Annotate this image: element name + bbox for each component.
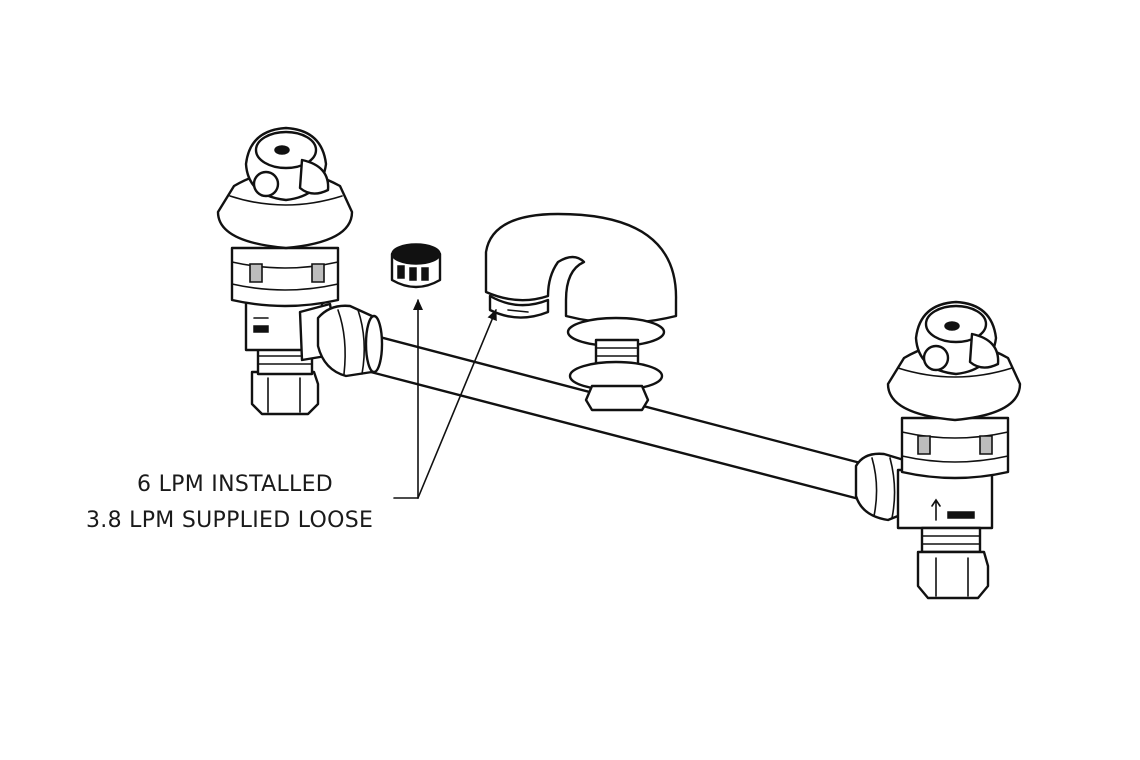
right-valve [854, 300, 1022, 600]
callout-line-1: 6 LPM INSTALLED [137, 472, 334, 497]
spout [484, 212, 678, 412]
callout-leader [393, 299, 497, 499]
aerator [390, 243, 442, 289]
callout-line-2: 3.8 LPM SUPPLIED LOOSE [86, 508, 374, 533]
left-valve [216, 126, 384, 416]
